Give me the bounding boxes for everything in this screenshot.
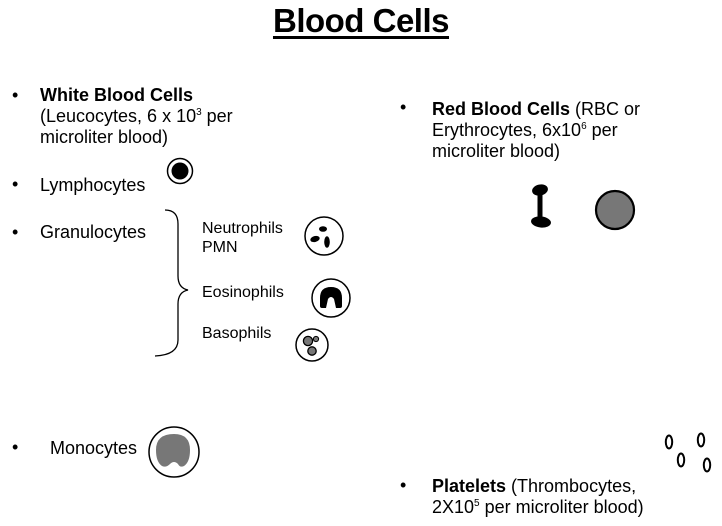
rbc-side-view-icon — [531, 184, 551, 228]
rbc-block: Red Blood Cells (RBC or Erythrocytes, 6x… — [432, 99, 641, 161]
wbc-block: White Blood Cells (Leucocytes, 6 x 103 p… — [40, 85, 280, 148]
lymphocyte-cell-icon — [166, 157, 194, 185]
wbc-name: White Blood Cells — [40, 85, 193, 105]
rbc-top-view-icon — [594, 189, 636, 231]
rbc-name: Red Blood Cells — [432, 99, 571, 119]
neutrophil-cell-icon — [304, 216, 344, 256]
bullet: • — [400, 475, 407, 495]
bullet: • — [12, 174, 19, 194]
eosinophil-cell-icon — [311, 278, 351, 318]
bullet: • — [12, 222, 19, 242]
monocyte-cell-icon — [148, 426, 200, 478]
lymphocytes-label: Lymphocytes — [40, 175, 146, 195]
basophils-label: Basophils — [202, 325, 272, 342]
page-title: Blood Cells — [272, 2, 450, 39]
rbc-detail: Erythrocytes, 6x106 per — [432, 120, 618, 140]
platelets-name: Platelets — [432, 476, 507, 496]
bullet: • — [12, 85, 19, 105]
granulocytes-label: Granulocytes — [40, 222, 147, 242]
wbc-detail: (Leucocytes, 6 x 103 per — [40, 106, 233, 126]
platelets-icon — [664, 432, 712, 473]
eosinophils-label: Eosinophils — [202, 284, 284, 301]
bullet: • — [400, 97, 407, 117]
bullet: • — [12, 437, 19, 457]
rbc-detail-line3: microliter blood) — [432, 141, 561, 161]
platelets-detail: 2X105 per microliter blood) — [432, 497, 644, 517]
basophil-cell-icon — [295, 328, 329, 362]
monocytes-label: Monocytes — [50, 438, 138, 458]
platelets-block: Platelets (Thrombocytes, 2X105 per micro… — [432, 476, 644, 517]
wbc-detail-line2: microliter blood) — [40, 127, 169, 147]
granulocytes-brace-icon — [154, 209, 189, 357]
